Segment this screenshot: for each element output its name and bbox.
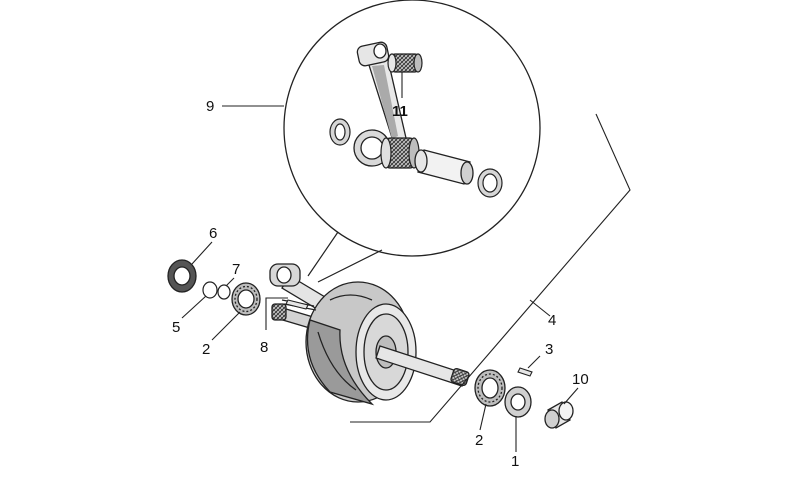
thrust-washer-right [477,168,503,198]
callout-9: 9 [206,98,214,115]
callout-4: 4 [548,312,556,329]
detail-pointer-line-right [317,249,383,283]
ball-bearing-right [474,369,506,407]
callout-5: 5 [172,319,180,336]
oil-seal-left [167,259,197,293]
callout-7: 7 [232,261,240,278]
detail-circle [283,0,541,257]
detail-magnifier [283,0,541,283]
ball-bearing-left [231,282,261,316]
crankshaft-assembly [269,263,470,406]
callout-2-right: 2 [475,432,483,449]
detail-pointer-line-left [307,231,339,277]
callout-3: 3 [545,341,553,358]
leader-lines [181,72,631,452]
spacer-ring [202,281,218,299]
callout-1: 1 [511,453,519,470]
woodruff-key-right [517,367,533,377]
callout-8: 8 [260,339,268,356]
callout-6: 6 [209,225,217,242]
callout-10: 10 [572,371,589,388]
oil-seal-right [504,386,532,418]
callout-2-left: 2 [202,341,210,358]
woodruff-key-left [285,299,309,310]
needle-bearing-small-end [387,53,423,73]
spacer-bushing [544,401,574,429]
thrust-washer-left [329,118,351,146]
circlip [217,284,231,300]
callout-11: 11 [392,103,408,120]
callout-labels: 9 11 6 7 5 2 8 4 3 10 2 1 [172,98,589,470]
needle-bearing-big-end [380,137,420,169]
crank-pin [414,149,474,185]
